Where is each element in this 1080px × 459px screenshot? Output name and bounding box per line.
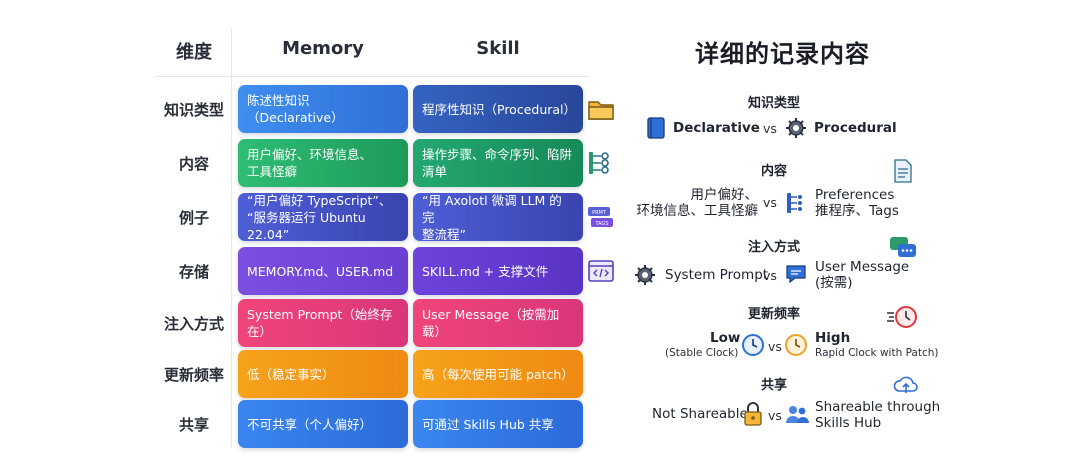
section-heading-content: 内容	[760, 164, 787, 179]
header-dimension: 维度	[176, 42, 212, 63]
folder-icon	[588, 101, 614, 120]
vs-label: vs	[763, 268, 777, 283]
sharing-right-line: Skills Hub	[815, 415, 882, 431]
cell-text: “用 Axolotl 微调 LLM 的完	[422, 192, 562, 225]
cell-text: 整流程”	[422, 226, 466, 242]
content-left-line: 环境信息、工具怪癖	[636, 203, 759, 219]
rapid-clock-icon	[785, 334, 807, 356]
content-right-line: 推程序、Tags	[815, 203, 899, 219]
tags-tag-text: TAGS	[594, 221, 608, 227]
chat-bubbles-icon	[890, 237, 916, 257]
frequency-right: High	[815, 330, 851, 346]
prompt-tags-icon: PRMT TAGS	[588, 207, 613, 227]
content-left: 用户偏好、 环境信息、工具怪癖	[630, 187, 759, 219]
vs-label: vs	[768, 408, 782, 423]
skill-cell-storage: SKILL.md + 支撑文件	[413, 247, 583, 295]
cell-text: “用户偏好 TypeScript”、	[247, 192, 392, 208]
section-heading-injection: 注入方式	[747, 240, 800, 255]
row-label-sharing: 共享	[178, 416, 209, 434]
cell-text: 低（稳定事实）	[247, 366, 335, 382]
skill-cell-sharing: 可通过 Skills Hub 共享	[413, 400, 583, 448]
skill-cell-knowledge-type: 程序性知识（Procedural）	[413, 85, 583, 133]
row-label-knowledge-type: 知识类型	[163, 101, 224, 119]
sharing-right: Shareable through Skills Hub	[815, 399, 940, 431]
memory-cell-example: “用户偏好 TypeScript”、“服务器运行 Ubuntu 22.04”	[238, 192, 408, 242]
memory-cell-knowledge-type: 陈述性知识（Declarative）	[238, 85, 408, 133]
sharing-right-line: Shareable through	[815, 399, 941, 415]
memory-cell-content: 用户偏好、环境信息、工具怪癖	[238, 139, 408, 187]
cell-text: SKILL.md + 支撑文件	[422, 263, 549, 279]
message-icon	[786, 265, 806, 284]
header-skill: Skill	[476, 38, 520, 59]
document-icon	[894, 159, 912, 183]
cell-text: 程序性知识（Procedural）	[422, 101, 577, 117]
skill-cell-injection: User Message（按需加载）	[413, 299, 583, 347]
fast-clock-icon	[887, 306, 917, 328]
vs-label: vs	[763, 121, 777, 136]
skill-cell-frequency: 高（每次使用可能 patch）	[413, 350, 583, 398]
row-label-injection: 注入方式	[163, 315, 224, 333]
content-left-line: 用户偏好、	[690, 187, 759, 203]
lock-icon	[744, 402, 762, 426]
cloud-upload-icon	[893, 376, 918, 393]
section-heading-frequency: 更新频率	[747, 307, 800, 322]
frequency-left-sub: (Stable Clock)	[665, 347, 739, 359]
column-divider	[231, 28, 232, 448]
skill-cell-example: “用 Axolotl 微调 LLM 的完整流程”	[413, 192, 583, 242]
cell-text: 不可共享（个人偏好）	[247, 416, 373, 432]
cell-text: 陈述性知识（Declarative）	[247, 93, 344, 125]
comparison-table: 维度 Memory Skill 知识类型 陈述性知识（Declarative） …	[155, 0, 595, 459]
memory-cell-frequency: 低（稳定事实）	[238, 350, 408, 398]
vs-label: vs	[763, 195, 777, 210]
frequency-left: Low	[710, 330, 741, 346]
vs-label: vs	[768, 339, 782, 354]
gear-icon	[635, 265, 655, 285]
injection-right: User Message (按需)	[815, 259, 909, 291]
header-divider	[157, 76, 589, 77]
injection-right-line: User Message	[815, 259, 910, 275]
cell-text: 清单	[422, 164, 448, 179]
skill-cell-content: 操作步骤、命令序列、陷阱清单	[413, 139, 583, 187]
cell-text: “服务器运行 Ubuntu 22.04”	[247, 209, 366, 242]
cell-text: 用户偏好、环境信息、	[247, 147, 373, 162]
cell-text: System Prompt（始终存在）	[247, 307, 393, 339]
memory-cell-sharing: 不可共享（个人偏好）	[238, 400, 408, 448]
frequency-right-sub: Rapid Clock with Patch)	[815, 347, 939, 359]
cell-text: 高（每次使用可能 patch）	[422, 366, 574, 382]
row-label-content: 内容	[178, 155, 209, 173]
injection-right-line: (按需)	[815, 275, 853, 291]
injection-left: System Prompt	[665, 267, 769, 283]
content-right: Preferences 推程序、Tags	[815, 187, 899, 219]
knowledge-left: Declarative	[673, 120, 760, 136]
row-label-storage: 存储	[178, 263, 209, 281]
memory-cell-injection: System Prompt（始终存在）	[238, 299, 408, 347]
book-icon	[647, 117, 665, 139]
section-heading-knowledge-type: 知识类型	[747, 96, 800, 111]
sharing-left: Not Shareable	[652, 406, 748, 422]
row-label-example: 例子	[178, 209, 209, 227]
cell-text: 可通过 Skills Hub 共享	[422, 416, 554, 432]
clock-icon	[742, 334, 764, 356]
prompt-tag-text: PRMT	[592, 210, 607, 216]
cell-text: MEMORY.md、USER.md	[247, 263, 394, 279]
knowledge-right: Procedural	[814, 120, 897, 136]
users-icon	[786, 406, 809, 423]
flow-list-icon	[787, 193, 802, 213]
header-memory: Memory	[282, 38, 364, 59]
cell-text: 操作步骤、命令序列、陷阱	[422, 147, 573, 162]
cell-text: User Message（按需加载）	[422, 307, 560, 339]
section-heading-sharing: 共享	[760, 378, 787, 393]
row-label-frequency: 更新频率	[163, 366, 224, 384]
code-window-icon	[588, 260, 614, 282]
detail-title: 详细的记录内容	[695, 40, 870, 68]
memory-cell-storage: MEMORY.md、USER.md	[238, 247, 408, 295]
flow-tree-icon	[589, 152, 609, 174]
cell-text: 工具怪癖	[247, 164, 298, 179]
gear-icon	[786, 118, 806, 138]
content-right-line: Preferences	[815, 187, 895, 203]
